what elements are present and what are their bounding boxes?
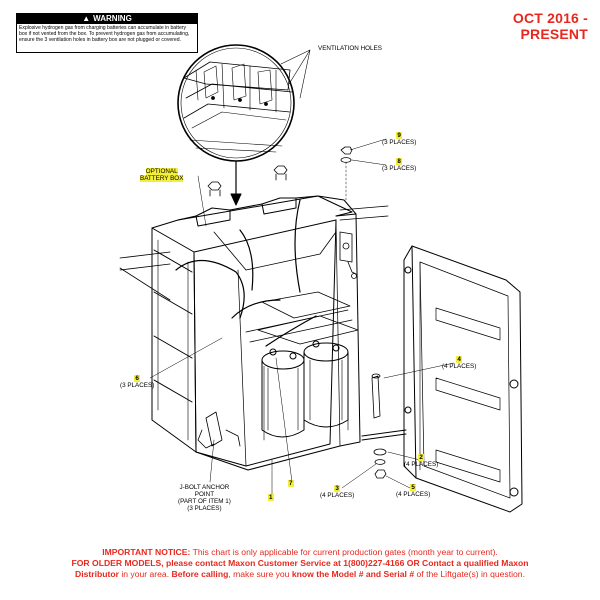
item-5-number: 5: [410, 484, 416, 491]
right-latch: [339, 231, 357, 279]
jbolt-line3: (PART OF ITEM 1): [178, 498, 231, 505]
item-1-number: 1: [268, 494, 274, 501]
notice-line2-text: FOR OLDER MODELS, please contact Maxon C…: [71, 558, 529, 568]
item-6-qty: (3 PLACES): [120, 382, 155, 389]
item-7-callout: 7: [288, 480, 294, 487]
date-range-title: OCT 2016 - PRESENT: [512, 10, 588, 42]
bottom-hardware: [371, 373, 387, 479]
batteries: [257, 291, 359, 438]
jbolt-anchor-callout: J-BOLT ANCHOR POINT (PART OF ITEM 1) (3 …: [178, 484, 231, 512]
warning-header: ▲WARNING: [17, 14, 197, 24]
item-8-number: 8: [396, 158, 402, 165]
notice-model-serial: know the Model # and Serial #: [291, 569, 415, 579]
warning-triangle-icon: ▲: [82, 14, 91, 23]
item-4-qty: (4 PLACES): [442, 363, 477, 370]
jbolt-anchor: [197, 411, 241, 449]
notice-line1-text: This chart is only applicable for curren…: [190, 547, 498, 557]
warning-box: ▲WARNING Explosive hydrogen gas from cha…: [16, 13, 198, 53]
optional-label-line1: OPTIONAL: [145, 168, 178, 175]
item-5-qty: (4 PLACES): [396, 491, 431, 498]
item-3-number: 3: [334, 485, 340, 492]
battery-box-door: [361, 245, 523, 513]
notice-line2: FOR OLDER MODELS, please contact Maxon C…: [10, 558, 590, 569]
notice-line3: Distributor in your area. Before calling…: [10, 569, 590, 580]
notice-heading: IMPORTANT NOTICE:: [102, 547, 191, 557]
item-7-number: 7: [288, 480, 294, 487]
optional-label-line2: BATTERY BOX: [140, 175, 184, 182]
battery-box-body: [151, 195, 361, 471]
item-9-callout: 9 (3 PLACES): [382, 132, 416, 146]
item-3-qty: (4 PLACES): [320, 492, 355, 499]
item-2-number: 2: [418, 454, 424, 461]
lid-hardware: [207, 146, 353, 201]
cables: [175, 199, 317, 347]
item-6-number: 6: [134, 375, 140, 382]
leader-lines: [149, 138, 455, 496]
item-9-number: 9: [396, 132, 402, 139]
warning-title: WARNING: [93, 14, 132, 23]
notice-line3-end: of the Liftgate(s) in question.: [414, 569, 525, 579]
warning-text: Explosive hydrogen gas from charging bat…: [19, 25, 190, 43]
optional-battery-box-label: OPTIONAL BATTERY BOX: [140, 168, 184, 182]
item-6-callout: 6 (3 PLACES): [120, 375, 154, 389]
notice-distributor: Distributor: [75, 569, 119, 579]
jbolt-line2: POINT: [194, 491, 215, 498]
jbolt-line1: J-BOLT ANCHOR: [179, 484, 230, 491]
item-3-callout: 3 (4 PLACES): [320, 485, 354, 499]
notice-area-text: in your area.: [118, 569, 172, 579]
notice-line1: IMPORTANT NOTICE: This chart is only app…: [10, 547, 590, 558]
item-2-qty: (4 PLACES): [404, 461, 439, 468]
jbolt-line4: (3 PLACES): [187, 505, 222, 512]
frame-rails: [119, 205, 389, 301]
important-notice: IMPORTANT NOTICE: This chart is only app…: [10, 547, 590, 580]
item-1-callout: 1: [268, 494, 274, 501]
item-8-callout: 8 (3 PLACES): [382, 158, 416, 172]
ventilation-detail-circle: [177, 44, 295, 162]
item-2-callout: 2 (4 PLACES): [404, 454, 438, 468]
item-9-qty: (3 PLACES): [382, 139, 417, 146]
item-4-number: 4: [456, 356, 462, 363]
notice-before-calling: Before calling: [171, 569, 229, 579]
item-4-callout: 4 (4 PLACES): [442, 356, 476, 370]
item-8-qty: (3 PLACES): [382, 165, 417, 172]
notice-make-sure: , make sure you: [228, 569, 292, 579]
item-5-callout: 5 (4 PLACES): [396, 484, 430, 498]
ventilation-holes-label: VENTILATION HOLES: [318, 45, 382, 52]
